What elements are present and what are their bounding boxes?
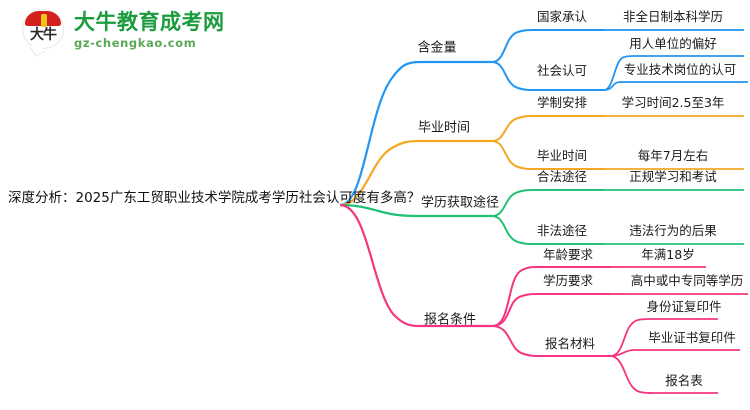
branch-curve-xuelihuoqu-to-feifa [491, 215, 535, 245]
node-level2-xueli-yaoqiu[interactable]: 学历要求 [542, 272, 594, 288]
node-level3-meinian-qiyue[interactable]: 每年7月左右 [637, 147, 709, 163]
site-logo[interactable]: 大牛 大牛教育成考网 gz-chengkao.com [22, 6, 252, 56]
node-level3-yongren-danwei-pianhao[interactable]: 用人单位的偏好 [629, 35, 717, 51]
node-level3-xuexi-shijian[interactable]: 学习时间2.5至3年 [621, 94, 725, 110]
logo-text-block: 大牛教育成考网 gz-chengkao.com [74, 12, 225, 50]
branch-curve-xuelihuoqu-to-hefa [491, 189, 535, 217]
branch-curve-baoming-to-nianling [491, 266, 539, 327]
node-level2-xuezhi-anpai[interactable]: 学制安排 [536, 94, 588, 110]
node-level2-shehui-renke[interactable]: 社会认可 [536, 62, 588, 78]
branch-group-hanjinliang [339, 29, 748, 207]
branch-curve-cailiao-to-biyezhengshu [609, 349, 644, 357]
node-level3-weifa-xingwei-houguo[interactable]: 违法行为的后果 [629, 222, 717, 238]
node-level1-baoming-tiaojian[interactable]: 报名条件 [423, 312, 477, 328]
node-level3-zhuanye-jishu-gangwei[interactable]: 专业技术岗位的认可 [623, 61, 737, 77]
node-level1-biye-shijian[interactable]: 毕业时间 [417, 120, 471, 136]
logo-mark-text: 大牛 [30, 27, 57, 43]
node-level2-hefa-tujing[interactable]: 合法途径 [536, 168, 588, 184]
logo-subtitle: gz-chengkao.com [74, 36, 197, 51]
node-level3-zhenggui-xuexi-kaoshi[interactable]: 正规学习和考试 [629, 168, 717, 184]
branch-curve-root-to-baomingtiaojian [339, 203, 421, 328]
branch-curve-shehui-to-yongren [603, 55, 635, 91]
node-level3-biyezhengshu-fuyinjian[interactable]: 毕业证书复印件 [648, 329, 736, 345]
branch-curve-hanjinliang-to-guojia [491, 29, 535, 63]
node-level2-nianling-yaoqiu[interactable]: 年龄要求 [542, 246, 594, 262]
node-level3-gaozhong-zhongzhuan[interactable]: 高中或中专同等学历 [630, 272, 744, 288]
logo-title: 大牛教育成考网 [74, 10, 225, 35]
branch-group-biyeshijian [339, 115, 744, 207]
node-level1-xueli-huoqu-tujing[interactable]: 学历获取途径 [420, 195, 500, 211]
node-level2-biye-shijian[interactable]: 毕业时间 [536, 147, 588, 163]
node-level1-hanjinliang[interactable]: 含金量 [417, 40, 457, 56]
graduation-cap-icon [25, 11, 61, 27]
branch-curve-shehui-to-zhuanye [603, 81, 630, 91]
node-level3-nianman-18[interactable]: 年满18岁 [641, 246, 695, 262]
branch-curve-hanjinliang-to-shehui [491, 61, 535, 91]
logo-mark-icon: 大牛 [22, 9, 66, 53]
branch-group-xuelihuoqu [339, 189, 744, 245]
branch-curve-biyeshijian-to-xuezhi [491, 115, 535, 142]
node-level3-feiquanrizhi-benke[interactable]: 非全日制本科学历 [622, 8, 724, 24]
branch-curve-biyeshijian-to-biyeshijian2 [491, 140, 535, 170]
branch-curve-root-to-hanjinliang [339, 60, 421, 207]
branch-curve-cailiao-to-shenfenzheng [609, 318, 651, 357]
branch-group-baomingtiaojian [339, 203, 748, 394]
node-level2-baoming-cailiao[interactable]: 报名材料 [544, 335, 596, 351]
branch-curve-baoming-to-baomingcailiao [491, 325, 541, 357]
node-level3-baomingbiao[interactable]: 报名表 [665, 372, 703, 388]
node-level2-feifa-tujing[interactable]: 非法途径 [536, 222, 588, 238]
branch-curve-root-to-biyeshijian [339, 139, 421, 207]
branch-curve-baoming-to-xueliyaoqiu [491, 293, 539, 327]
node-level3-shenfenzheng-fuyinjian[interactable]: 身份证复印件 [646, 298, 722, 314]
node-level2-guojia-chengren[interactable]: 国家承认 [536, 8, 588, 24]
branch-curve-cailiao-to-baomingbiao [609, 355, 653, 394]
cap-band-icon [41, 14, 47, 27]
mindmap-root-label[interactable]: 深度分析：2025广东工贸职业技术学院成考学历社会认可度有多高？ [8, 190, 421, 206]
branch-curve-root-to-xuelihuoqu [339, 203, 421, 218]
